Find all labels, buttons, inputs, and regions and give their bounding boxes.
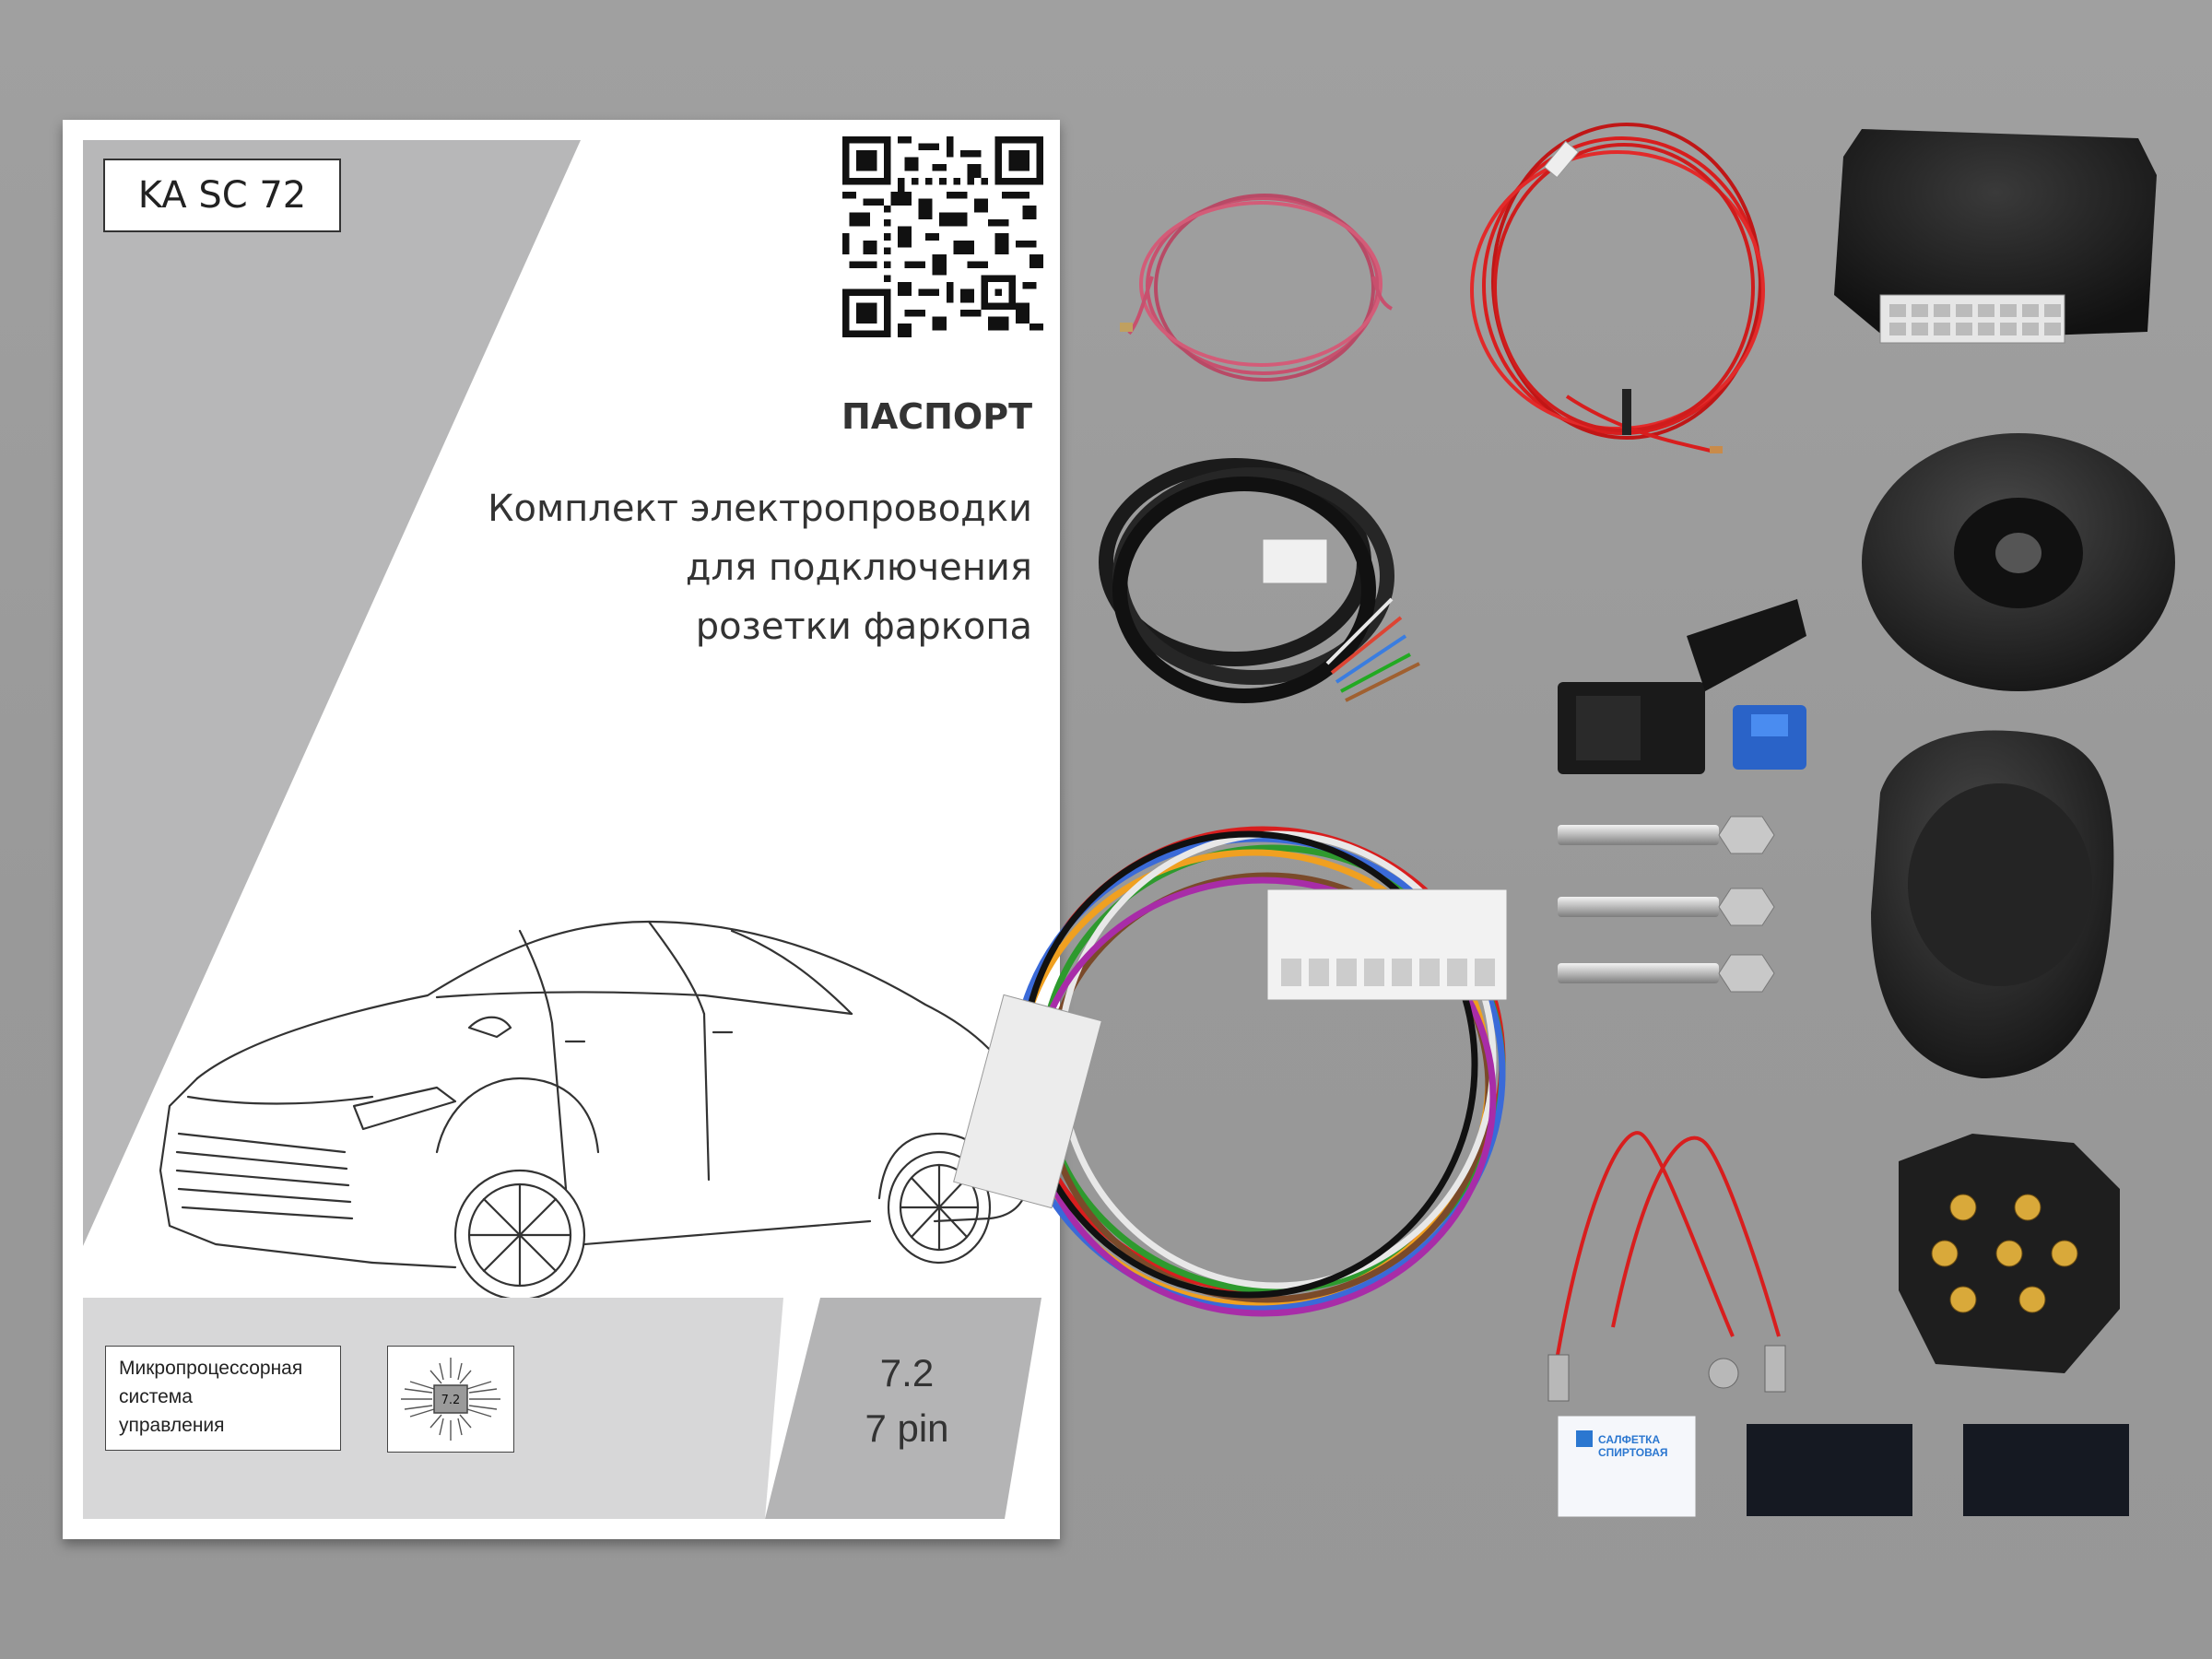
wipe-label: СПИРТОВАЯ <box>1598 1446 1668 1459</box>
colored-wire-ends <box>1325 597 1420 702</box>
passport-booklet: KA SC 72 ПАСПОРТ Комплект электропроводк… <box>63 120 1060 1539</box>
mcu-label-line: управления <box>119 1415 225 1436</box>
booklet-background-shapes <box>83 140 1032 1246</box>
chip-label: 7.2 <box>441 1394 461 1407</box>
pin-count: 7 pin <box>865 1406 949 1450</box>
wire-terminal <box>1120 323 1133 332</box>
version-number: 7.2 <box>879 1351 935 1394</box>
fuse-holder <box>1558 599 1806 774</box>
mcu-label-box: Микропроцессорная система управления <box>105 1346 341 1451</box>
cable-tie <box>1543 140 1580 179</box>
velcro-strip <box>1747 1424 1912 1516</box>
pink-wire-coil <box>1127 194 1394 382</box>
mcu-label-line: Микропроцессорная <box>119 1358 303 1379</box>
bolt-set <box>1558 816 1775 993</box>
chip-box: 7.2 <box>387 1346 514 1453</box>
passport-title: ПАСПОРТ <box>841 396 1032 437</box>
wire-terminal <box>1710 446 1723 453</box>
socket-internals <box>1899 1134 2120 1373</box>
mcu-label-line: система <box>119 1386 193 1407</box>
trailer-socket <box>1871 730 2114 1078</box>
qr-code-icon <box>842 136 1043 337</box>
red-jumper-wires <box>1556 1131 1781 1356</box>
harness-connector-small <box>953 994 1102 1209</box>
version-info: 7.2 7 pin <box>833 1346 981 1456</box>
passport-subtitle: Комплект электропроводки для подключения… <box>488 479 1032 656</box>
wipe-label: САЛФЕТКА <box>1598 1433 1661 1446</box>
model-number-box: KA SC 72 <box>103 159 341 232</box>
chip-icon: 7.2 <box>401 1358 500 1441</box>
subtitle-line: Комплект электропроводки <box>488 488 1032 530</box>
control-unit-module <box>1834 129 2157 344</box>
red-wire-coil <box>1470 123 1765 453</box>
socket-mount-plate <box>1862 433 2175 691</box>
cable-tie <box>1622 389 1631 435</box>
small-connector <box>1262 538 1328 584</box>
wire-terminals <box>1547 1345 1786 1402</box>
model-number: KA SC 72 <box>137 174 307 217</box>
subtitle-line: для подключения <box>685 547 1032 589</box>
alcohol-wipe: САЛФЕТКА СПИРТОВАЯ <box>1557 1415 1697 1518</box>
subtitle-line: розетки фаркопа <box>695 606 1032 648</box>
harness-connector-large <box>1266 888 1508 1001</box>
black-cable-coil <box>1099 458 1394 703</box>
velcro-strip <box>1963 1424 2129 1516</box>
blue-fuse <box>1733 705 1806 770</box>
